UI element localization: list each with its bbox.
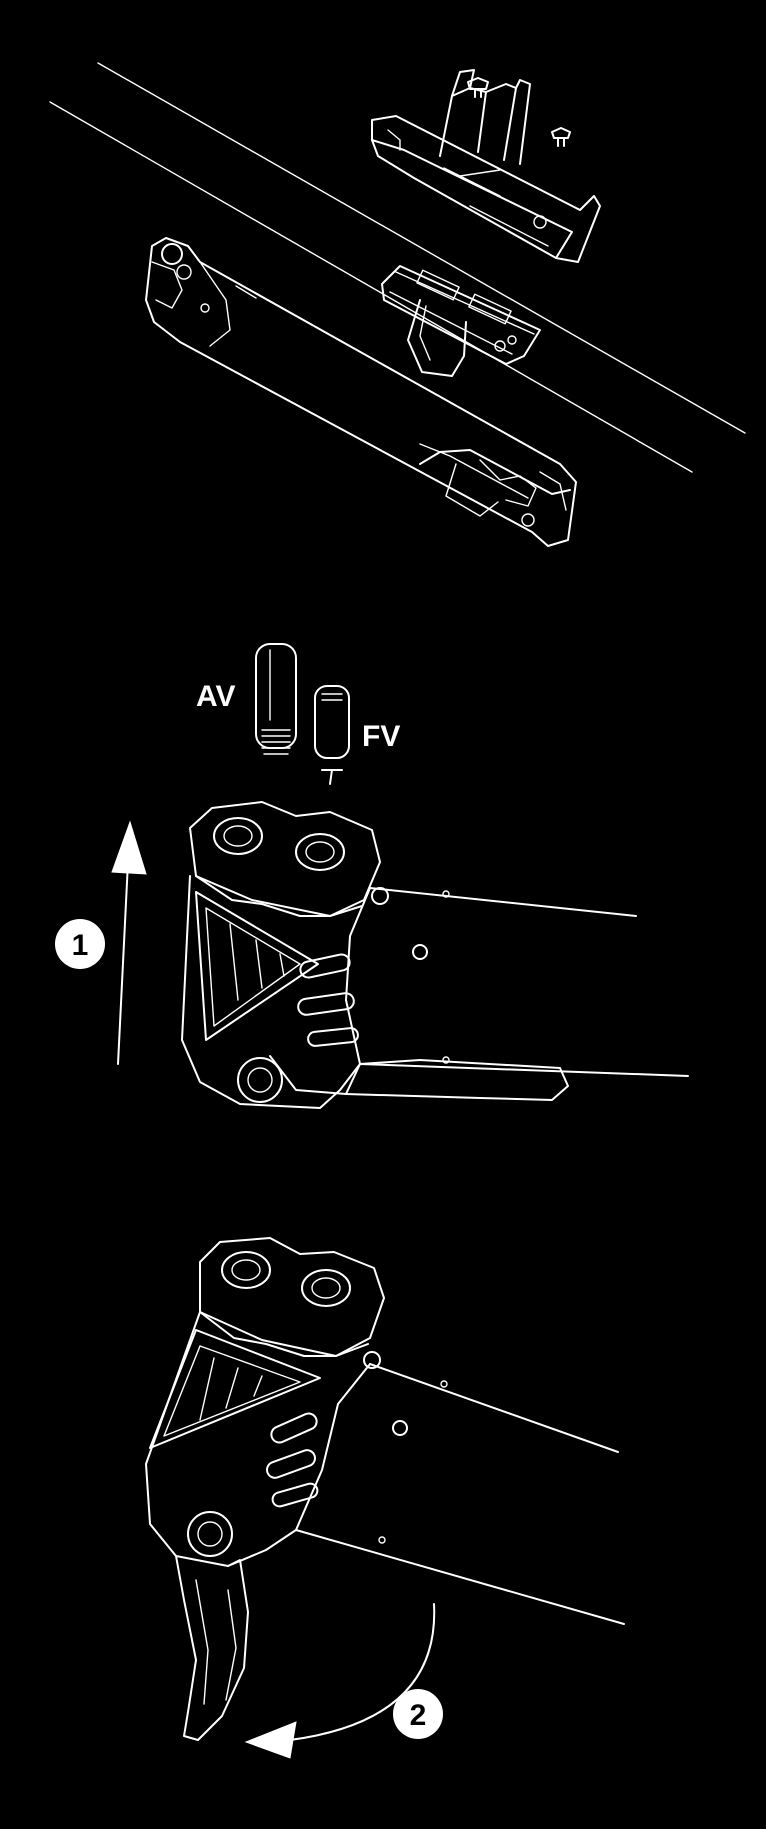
frame-clip-bracket	[371, 69, 601, 263]
step-1-number: 1	[72, 929, 89, 962]
mounting-screw-icon	[551, 127, 571, 147]
pump-holder-clamp	[381, 265, 541, 377]
pump-head-lever-open	[145, 1237, 625, 1741]
fv-label: FV	[362, 720, 400, 753]
arrow-up-icon	[111, 820, 147, 1065]
step-1-badge: 1	[55, 919, 105, 969]
av-label: AV	[196, 680, 235, 713]
step-2-badge: 2	[393, 1689, 443, 1739]
frame-tube-lines	[49, 62, 746, 473]
pump-head-lever-closed	[181, 801, 689, 1109]
valve-adapter-section: AV FV 1	[55, 643, 689, 1109]
step-2-number: 2	[410, 1699, 427, 1732]
lever-open-section: 2	[145, 1237, 625, 1759]
av-adapter	[255, 643, 297, 755]
fv-adapter	[314, 685, 350, 785]
frame-mount-exploded-view	[49, 62, 746, 547]
pump-body	[145, 237, 577, 547]
